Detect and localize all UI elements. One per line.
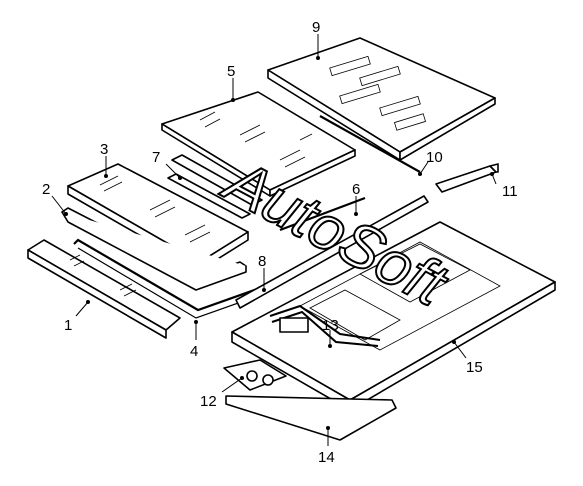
label-6: 6: [352, 181, 360, 198]
part-4-seal-frame: [73, 238, 261, 312]
label-15: 15: [466, 359, 483, 376]
label-5: 5: [227, 63, 235, 80]
label-13: 13: [322, 317, 339, 334]
label-12: 12: [200, 393, 217, 410]
part-10-seal: [319, 115, 421, 173]
part-7-bar: [171, 154, 263, 206]
leaders: [51, 34, 497, 446]
part-5-glass-panel: [161, 91, 356, 197]
label-4: 4: [190, 343, 198, 360]
part-9-roof-panel: [267, 37, 496, 161]
part-7-bar-b: [167, 173, 251, 219]
part-13-cables: [269, 304, 381, 347]
label-14: 14: [318, 449, 335, 466]
part-12-motor: [223, 359, 287, 391]
part-11-block: [435, 163, 499, 193]
label-10: 10: [426, 149, 443, 166]
part-15-frame-assembly: [231, 221, 556, 411]
label-11: 11: [502, 183, 518, 200]
label-1: 1: [64, 317, 72, 334]
part-6-deflector: [279, 196, 366, 232]
label-7: 7: [152, 149, 160, 166]
part-8-rail: [235, 195, 429, 309]
label-2: 2: [42, 181, 50, 198]
part-2-frame: [61, 207, 247, 291]
label-3: 3: [100, 141, 108, 158]
part-1-sunshade: [27, 239, 181, 339]
label-8: 8: [258, 253, 266, 270]
part-14-trim: [225, 395, 397, 441]
label-9: 9: [312, 19, 320, 36]
